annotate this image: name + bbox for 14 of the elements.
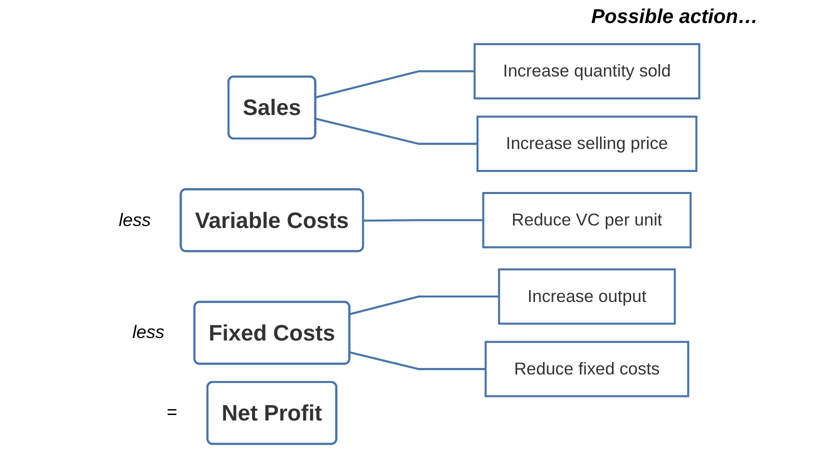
connector xyxy=(350,351,486,370)
side-note: less xyxy=(132,322,164,344)
node-box: Increase selling price xyxy=(476,116,698,172)
connector xyxy=(350,296,500,316)
connector xyxy=(316,118,478,145)
side-note: less xyxy=(118,210,151,231)
node-box: Reduce VC per unit xyxy=(482,192,692,248)
connector xyxy=(316,70,475,98)
node-box: Reduce fixed costs xyxy=(484,340,690,398)
connector xyxy=(364,219,484,222)
node-box: Increase quantity sold xyxy=(474,43,700,100)
side-note: = xyxy=(166,402,177,424)
heading: Possible action… xyxy=(591,6,758,29)
node-box: Increase output xyxy=(498,268,676,325)
